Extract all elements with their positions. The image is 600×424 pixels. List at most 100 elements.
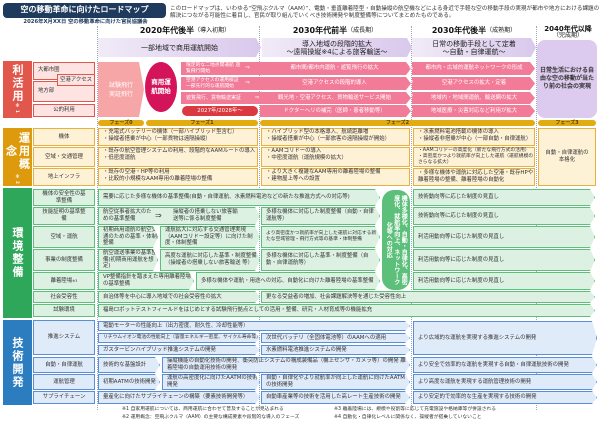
row-label: 空域・運航 [33,226,95,248]
tech-cell: より広域的な運航を実現する推進システムの開発 [413,321,597,355]
commercial-start-circle: 商用運航開始 [145,62,177,112]
tech-cell: 技術的な基盤設計 [98,357,160,373]
use-text: 観光地・空港アクセス、貨物輸送サービス開始 [278,94,391,101]
env-cell: 多様な機体に対応した制度整備（自動・自律運航等） [261,207,380,225]
period-title: 2030年代前半 [292,25,348,35]
banner-text: 一部地域で商用運航開始 [141,43,218,52]
use-bar [260,105,411,117]
period-banner: 導入地域の段階的拡大～遠隔操縦※4による旅客輸送～ [262,38,412,57]
subtitle: 2026年X月XX日 空の移動革命に向けた官民協議会 [23,19,148,26]
env-cell: 航空運送事業の基準整備(初期商用運航を想定) [98,249,158,271]
env-cell: より高密度かつ就航率が向上した運航に対応する新たな空域管理・飛行方式等の基準・体… [261,226,380,248]
row-label: 機体 [33,128,95,146]
row-label: 自動・自律運航 [33,357,95,373]
divider [97,26,98,410]
tech-cell: より安全で効率的な運航を実現する自動・自律運航技術の開発 [413,357,597,373]
goal-box: 日常生活における自由な空の移動が当たり前の社会の実現 [537,40,597,118]
tech-cell: 水素燃料電池推進システムの開発 [261,345,410,355]
tech-cell: より安定的で効率的な生産を実現する技術の開発 [413,391,597,404]
phase-2: フェーズ2 [260,120,535,126]
row-label: 推進システム [33,320,95,355]
period-title: 2020年代後半 [139,25,195,35]
env-cell: 初期商用運航の航空交通のための基準・体制整備 [98,226,158,248]
env-cell: 多様な機体や運航・用途への対応、自動化に向けた離着陸場の基準整備 [196,272,380,290]
use-text: 空港アクセスの拡大・定着 [441,80,507,87]
ops-cell: ・AAMコリドーの高度化（新たな飛行方式の活用）・高密度かつより就航率が向上した… [413,147,535,167]
ops-cell: ・水素燃料電池搭載の機体の導入・操縦者非搭乗が中心（一部自動・自律運航） [413,128,535,146]
use-text: 地域内・地域間運航、輸送網の拡大 [430,94,518,101]
section-tech: 技術開発 [3,320,32,405]
date-pill: 2027年/2028年～ [182,106,258,116]
intro-text: このロードマップは、いわゆる“空飛ぶクルマ（AAM）”、電動・垂直離着陸型・自動… [170,6,600,19]
tech-cell: 自動・自律化やより就航率が向上した運航に向けたAATMの技術開発 [261,374,410,390]
period-sub: （完成期） [552,32,583,39]
use-bar [181,92,411,104]
arrow-icon: ⇒ [245,80,250,87]
ops-cell: ・AAMコリドーの導入・中密度運航（運航規模の拡大） [261,147,410,167]
period-banner: 一部地域で商用運航開始 [98,38,261,57]
period-header: 2030年代前半（成長期） [270,26,400,36]
tech-cell: 運航の高密度化に向けたAATMの技術開発 [162,374,260,390]
period-header: 2030年代後半（成熟期） [415,26,533,36]
ops-cell: ・既存の航空管理システムの利用、段階的なAAMルートの導入・低密度運航 [98,147,258,167]
banner-text: ～自動・自律運航～ [442,47,506,56]
row-label-airport: 空港アクセス [57,74,95,86]
period-sub: （成長期） [347,26,378,34]
footnote: ※1 自家用運航については、商用運航に合わせて普及することが見込まれる [122,407,284,413]
tech-cell: 操縦機能の自動化技術の開発、衝突防止システムの構成装備品（機上センサ・カメラ等）… [162,357,410,373]
env-cell: 高度な運航に対応した基準・制度整備（操縦者の搭乗しない旅客輸送 等） [160,249,260,271]
page-title: 空の移動革命に向けたロードマップ [3,3,166,18]
arrow-icon: ⇒ [245,65,250,72]
banner-text: 導入地域の段階的拡大 [302,39,372,48]
env-cell: 利活用動向等に応じた制度の見直し [413,249,595,271]
period-header: 2040年代以降（完成期） [537,24,599,42]
use-text: 地域医療・災害対応など利用が拡大 [430,107,518,114]
section-environment: 環境整備 [3,188,32,318]
tech-cell: ガスタービンハイブリッド推進システムの開発 [98,345,260,355]
row-label-public: 公的利用 [33,104,95,117]
row-label: 技能証明の基準整備 [33,207,95,225]
tech-cell: 自動車産業等の技術を活用した高レート生産技術の開発 [261,391,410,404]
row-label: 地上インフラ [33,168,95,186]
period-sub: （成熟期） [486,26,517,34]
env-cell: 福島ロボットテストフィールドをはじめとする試験飛行拠点としての活用・整備、研究・… [98,304,595,317]
footnote: ※4 自動化・自律化レベルに関係なく、操縦者が搭乗していないこと [334,415,482,421]
use-text: 都市内・広域的運航ネットワークの形成 [425,65,523,72]
period-banner: 日常の移動手段として定着～自動・自律運航～ [412,38,536,57]
env-cell: VP整備指針を踏まえた専用離着陸場の基準整備 [98,272,194,290]
phase-1: フェーズ1 [146,120,258,126]
banner-text: ～遠隔操縦※4による旅客輸送～ [286,47,388,56]
use-bar [412,92,535,104]
section-utilization: 利活用※1 [3,61,32,118]
use-bar [412,62,535,75]
use-bar [181,62,411,75]
env-cell: 利活用動向等に応じた制度の見直し [413,226,595,248]
use-text: 限定的な二地点間運航 遊覧飛行開始 [186,63,241,74]
tech-cell: 量産化に向けたサプライチェーンの構築（要素技術開発等） [98,391,260,404]
tech-cell: 次世代バッテリ（全固体電池等）のAAMへの適用 [261,333,410,343]
row-label: 試験環境 [33,304,95,317]
ops-final: 自動・自律運航の本格化 [538,128,596,186]
tech-cell: より高度な運航を実現する運航管理技術の開発 [413,374,597,390]
env-transition-pill: 機体多様化、自動・自律化、高密度化、就航率向上、ネットワーク化等への対応 [382,190,410,290]
env-cell: 利活用動向等に応じた制度の見直し [413,272,595,290]
env-cell: 更なる受益者の増加、社会課題解決等を通じた受容性向上 [261,291,595,303]
row-label: 社会受容性 [33,291,95,303]
divider [259,26,260,410]
period-sub: （導入初期） [194,26,231,34]
phase-3: フェーズ3 [538,120,596,126]
period-title: 2030年代後半 [431,25,487,35]
use-text: 空港アクセスの運用検証 一部先行的な運航開始 [186,78,239,89]
tech-cell: 電動モーターの性能向上（出力密度、耐久性、冷却性能等） [98,321,410,331]
ops-cell: ・既存の空港・HP等の利用・比較的小規模なAAM専用の離着陸場の整備 [98,168,258,186]
ops-cell: ・充電式バッテリーの機体（一部ハイブリッド型含む）・操縦者搭乗が中心（一部貨物は… [98,128,258,146]
ops-cell: ・ハイブリッド型の本格導入、航続距離増・操縦者搭乗が中心（一部旅客の遠隔操縦が開… [261,128,410,146]
period-header: 2020年代後半（導入初期） [120,26,250,36]
env-cell: 技術動向等に応じた制度の見直し [413,207,595,225]
ops-cell: ・多様な機体や運航に対応した空港・既存HPや離着陸場の整備、離着陸場の自動化 [413,168,535,186]
footnote: ※3 離着陸場には、規模や役割等に応じて充電施設や格納庫等が併設される [334,407,497,413]
row-label: 離着陸場※3 [33,272,95,290]
env-cell: 技術動向等に応じた制度の見直し [413,189,595,206]
env-cell: 需要に応じた多様な機体の基準整備(自動・自律運航、水素燃料電池などの新たな推進方… [98,189,380,206]
phase-0: フェーズ0 [98,120,144,126]
